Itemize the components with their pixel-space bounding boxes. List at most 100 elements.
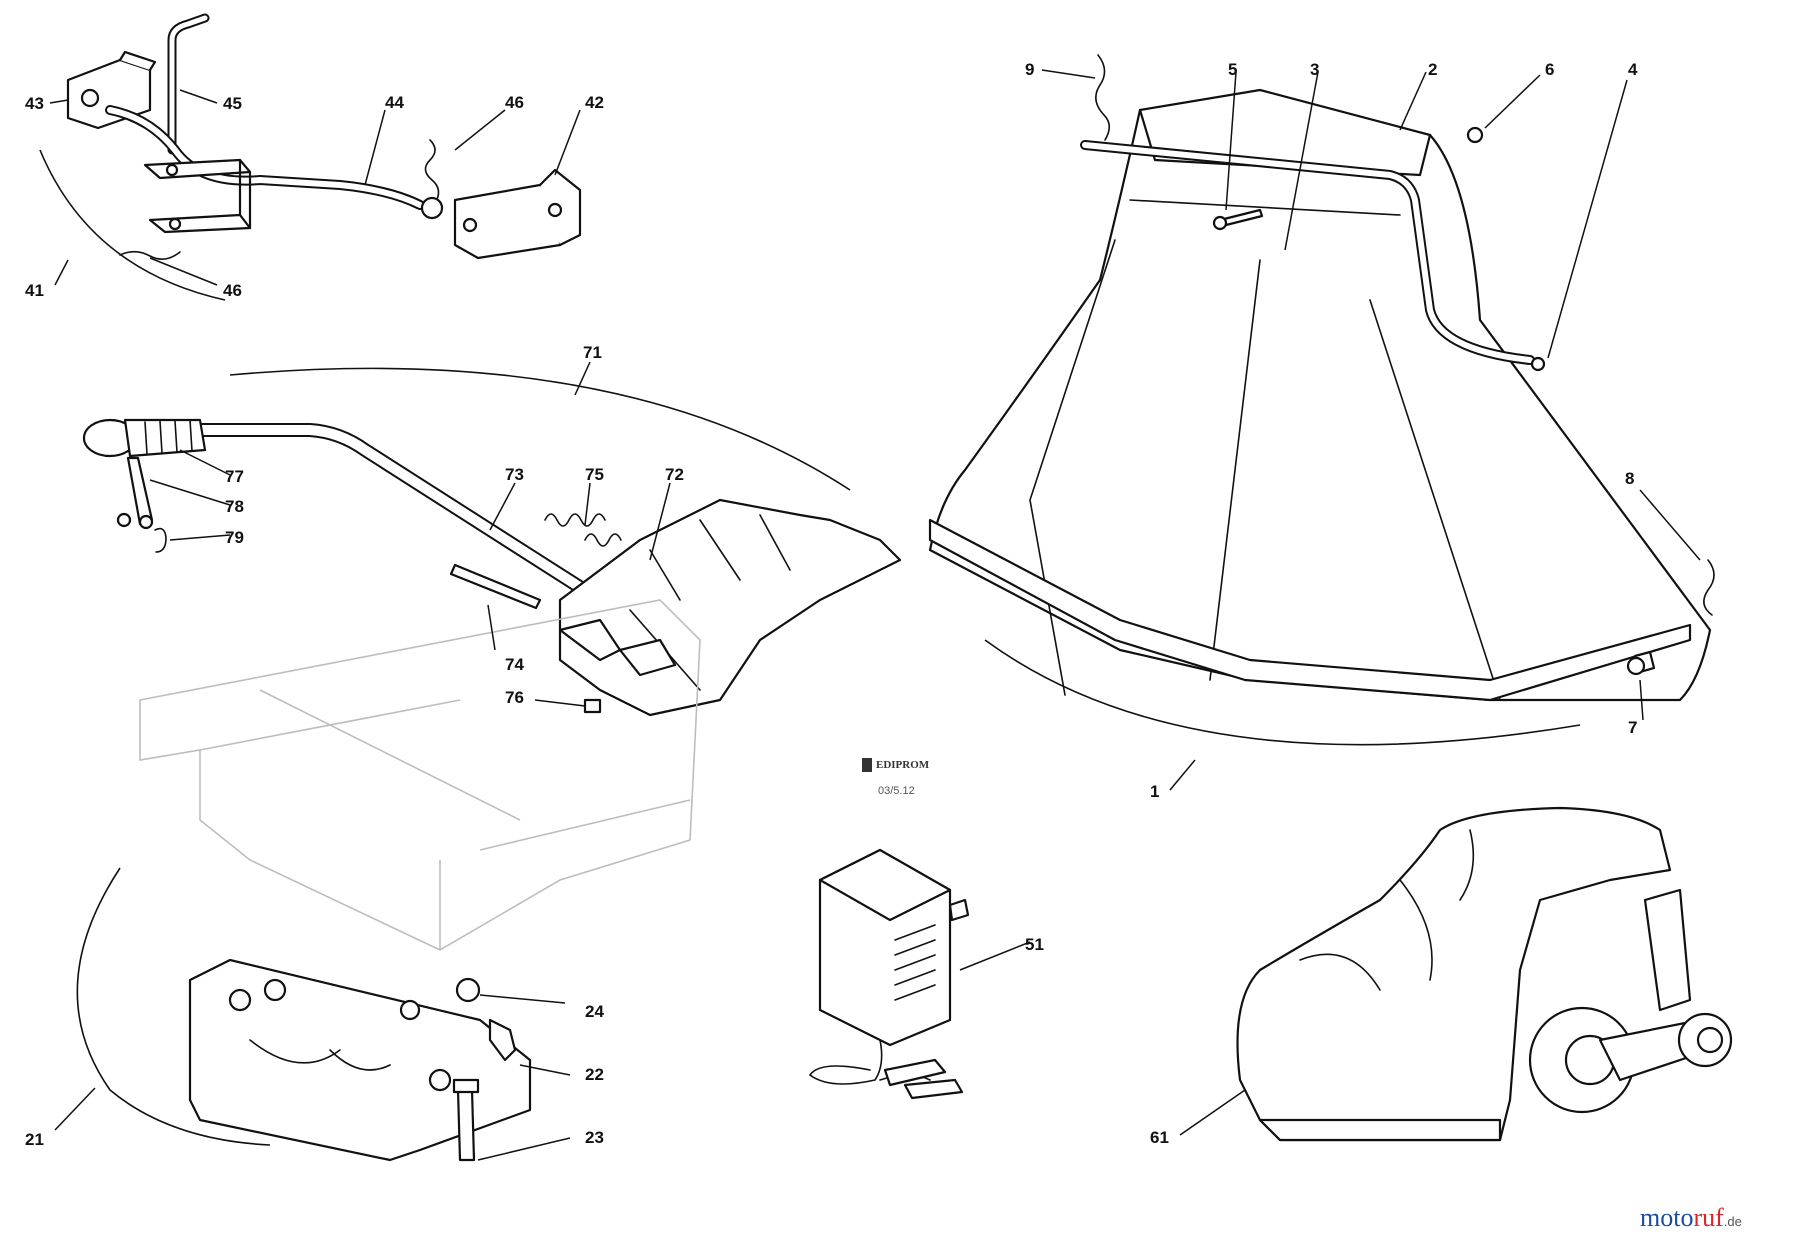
bolt-76 <box>583 698 602 714</box>
catcher-bag <box>928 108 1712 702</box>
nut-6 <box>1466 126 1484 144</box>
callout-6: 6 <box>1545 60 1554 79</box>
callout-71: 71 <box>583 343 602 362</box>
tractor-cover <box>1236 806 1733 1142</box>
battery-charger <box>808 848 970 1100</box>
grass-catcher-assembly <box>928 54 1715 702</box>
weight-boss-3 <box>399 999 421 1021</box>
stamp-brand: EDIPROM <box>876 759 930 771</box>
u-bracket-back <box>238 158 252 230</box>
charger-vents <box>894 924 936 1001</box>
frame-rod-inner <box>1082 142 1533 363</box>
hitch-clip-upper <box>424 139 440 206</box>
callout-24: 24 <box>585 1002 604 1021</box>
group-arc-1 <box>984 639 1581 746</box>
front-wheel-hub <box>1696 1026 1724 1054</box>
callout-51: 51 <box>1025 935 1044 954</box>
u-bracket-hole <box>165 163 179 177</box>
hitch-pin <box>167 13 210 155</box>
u-bracket-hole-lower <box>168 217 182 231</box>
watermark-part2: ruf <box>1693 1203 1724 1232</box>
motoruf-watermark: motoruf.de <box>1640 1203 1742 1232</box>
lever-grip <box>123 418 207 458</box>
watermark-tld: .de <box>1724 1214 1742 1229</box>
link-end-a <box>116 512 132 528</box>
lever-bracket <box>558 498 902 717</box>
hitch-assembly <box>66 13 582 260</box>
cover-body <box>1236 806 1672 1142</box>
leader-lines <box>49 69 1701 1161</box>
rod-cap-4 <box>1530 356 1546 372</box>
lever-rod <box>183 423 607 607</box>
tow-bar-inner <box>107 107 423 208</box>
dump-lever-assembly <box>82 418 902 717</box>
catcher-frame-lines <box>1029 199 1501 701</box>
callout-labels: 43 45 44 46 42 41 46 71 77 78 79 73 75 7… <box>25 60 1638 1149</box>
callout-76: 76 <box>505 688 524 707</box>
callout-78: 78 <box>225 497 244 516</box>
ediprom-stamp: EDIPROM 03/5.12 <box>862 758 930 797</box>
callout-3: 3 <box>1310 60 1319 79</box>
callout-41: 41 <box>25 281 44 300</box>
weight-assembly <box>139 599 701 1162</box>
callout-46-upper: 46 <box>505 93 524 112</box>
clamp-b <box>903 1078 964 1100</box>
hook-pin <box>154 527 167 553</box>
callout-61: 61 <box>1150 1128 1169 1147</box>
stamp-logo-mark <box>862 758 872 772</box>
hitch-clip-lower <box>119 250 181 260</box>
callout-7: 7 <box>1628 718 1637 737</box>
steering-post <box>1643 888 1692 1012</box>
charger-top <box>818 848 952 922</box>
lever-link <box>126 456 154 526</box>
callout-74: 74 <box>505 655 524 674</box>
bracket-ribs <box>629 514 791 691</box>
callout-42: 42 <box>585 93 604 112</box>
bolt-23-head <box>452 1078 480 1094</box>
group-arc-41 <box>39 149 226 301</box>
callout-46-lower: 46 <box>223 281 242 300</box>
callout-77: 77 <box>225 467 244 486</box>
nut-24 <box>455 977 481 1003</box>
group-arc-21 <box>76 867 271 1146</box>
hitch-bracket-side <box>118 50 157 72</box>
callout-79: 79 <box>225 528 244 547</box>
hitch-pin-outline <box>169 15 208 153</box>
catcher-rim <box>928 518 1692 702</box>
callout-72: 72 <box>665 465 684 484</box>
link-end-b <box>138 514 154 530</box>
weight-recesses <box>249 1039 391 1071</box>
clip-9 <box>1095 54 1111 141</box>
rod-pin <box>449 563 542 610</box>
bracket-22 <box>488 1018 517 1062</box>
callout-2: 2 <box>1428 60 1437 79</box>
clip-8 <box>1703 559 1715 616</box>
weight-boss-2 <box>263 978 287 1002</box>
u-bracket-lower <box>148 213 252 234</box>
callout-23: 23 <box>585 1128 604 1147</box>
callout-45: 45 <box>223 94 242 113</box>
charger-plug <box>948 898 970 922</box>
weight-plate <box>188 958 532 1162</box>
weight-boss-1 <box>228 988 252 1012</box>
watermark-part1: moto <box>1640 1203 1693 1232</box>
bolt-23 <box>456 1088 476 1162</box>
callout-75: 75 <box>585 465 604 484</box>
mount-plate-hole-2 <box>547 202 563 218</box>
callout-8: 8 <box>1625 469 1634 488</box>
group-arc-71 <box>229 367 851 491</box>
stamp-code: 03/5.12 <box>878 785 915 797</box>
grip-ridges <box>144 419 193 455</box>
callout-44: 44 <box>385 93 404 112</box>
hitch-bracket-hole <box>80 88 100 108</box>
callout-5: 5 <box>1228 60 1237 79</box>
mount-plate-hole <box>462 217 478 233</box>
bracket-clips <box>558 618 677 677</box>
callout-73: 73 <box>505 465 524 484</box>
lever-rod-inner <box>185 425 605 605</box>
bolt-head-5 <box>1212 215 1228 231</box>
callout-9: 9 <box>1025 60 1034 79</box>
callout-22: 22 <box>585 1065 604 1084</box>
washer <box>420 196 444 220</box>
